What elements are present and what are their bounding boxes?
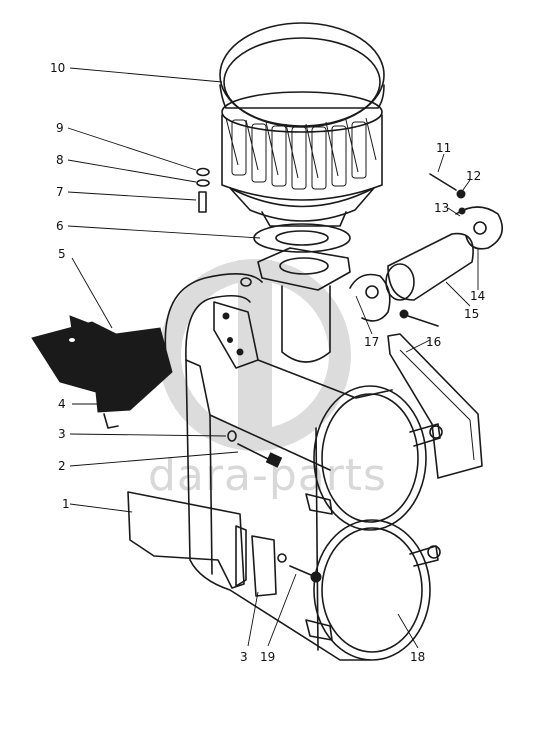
air-filter-assembly [219, 22, 385, 227]
part-label-10: 10 [50, 61, 65, 75]
gasket [253, 223, 351, 253]
lower-plates [127, 491, 322, 597]
part-label-9: 9 [56, 121, 64, 135]
watermark-text: dara-parts [148, 450, 387, 501]
part-label-15: 15 [464, 307, 479, 321]
part-label-1: 1 [62, 497, 70, 511]
precleaner-assembly [349, 173, 504, 327]
part-label-14: 14 [470, 289, 485, 303]
mounting-bracket [31, 315, 173, 429]
part-label-8: 8 [56, 153, 64, 167]
part-label-12: 12 [466, 169, 481, 183]
part-label-11: 11 [436, 141, 451, 155]
part-label-3: 3 [58, 427, 66, 441]
watermark: ᗡΛ dara-parts [128, 259, 387, 501]
part-label-2: 2 [58, 459, 66, 473]
side-bracket [387, 333, 483, 479]
part-label-13: 13 [434, 201, 449, 215]
part-label-18: 18 [410, 650, 425, 664]
part-label-3-lower: 3 [240, 650, 248, 664]
filter-cartridges [225, 117, 377, 190]
part-label-16: 16 [426, 335, 441, 349]
part-label-5: 5 [58, 247, 66, 261]
part-label-6: 6 [56, 219, 64, 233]
part-label-17: 17 [364, 335, 379, 349]
part-label-19: 19 [260, 650, 275, 664]
part-label-4: 4 [58, 397, 66, 411]
intake-pipe [164, 273, 263, 369]
inlet-flange [257, 247, 351, 363]
leader-lines [67, 67, 479, 649]
bolt-2 [227, 430, 283, 468]
nut-washer-stud [196, 167, 210, 213]
main-housing [185, 359, 443, 661]
part-number-labels: 10 9 8 7 6 5 4 3 2 1 3 19 18 17 16 15 14… [50, 61, 485, 664]
part-label-7: 7 [56, 185, 64, 199]
